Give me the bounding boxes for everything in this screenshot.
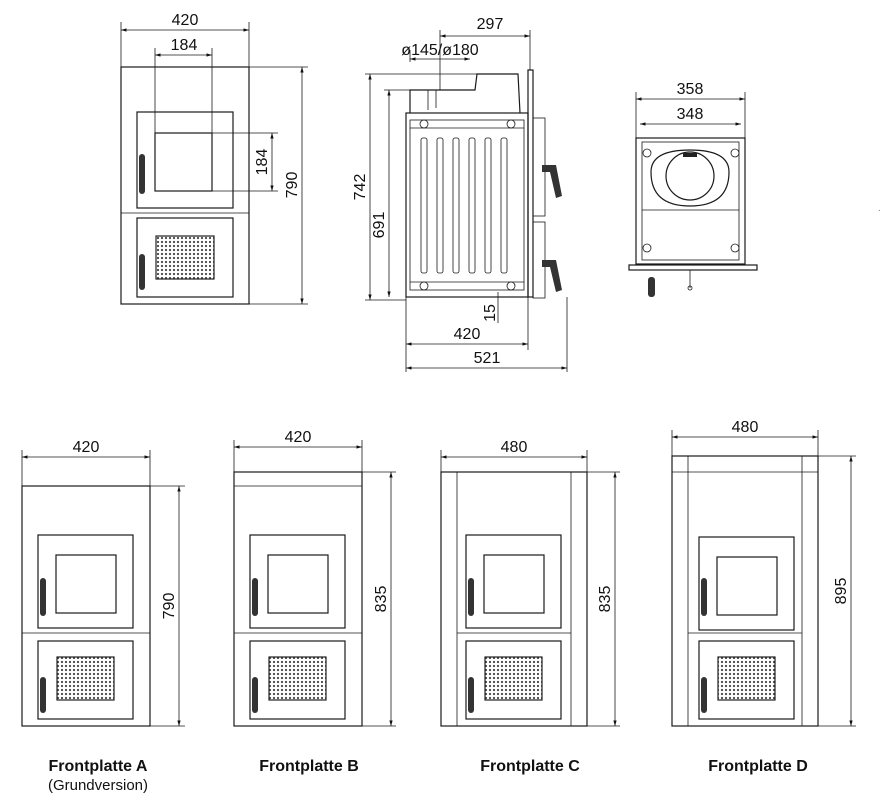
grate-bars (420, 137, 508, 274)
ash-handle-side-icon (542, 260, 562, 292)
depth-dim: 420 (454, 326, 481, 343)
ash-door-handle-icon (701, 677, 707, 713)
handle-top-icon (648, 277, 655, 297)
variant-c-height: 835 (597, 586, 614, 613)
variant-b: 420 835 Frontplatte B (233, 429, 396, 775)
variant-a-title: Frontplatte A (49, 758, 148, 775)
ash-door-handle-icon (139, 254, 145, 290)
door-handle-icon (468, 578, 474, 616)
foot-height-dim: 15 (482, 304, 499, 322)
front-height-dim: 790 (284, 172, 301, 199)
variant-b-height: 835 (373, 586, 390, 613)
window-height-dim: 184 (254, 149, 271, 176)
top-outer-dim: 358 (677, 81, 704, 98)
variant-b-width: 420 (285, 429, 312, 446)
variant-b-title: Frontplatte B (259, 758, 359, 775)
top-inner-dim: 348 (677, 106, 704, 123)
ash-door-handle-icon (252, 677, 258, 713)
variant-a-height: 790 (161, 593, 178, 620)
door-handle-icon (40, 578, 46, 616)
total-depth-dim: 521 (474, 350, 501, 367)
door-handle-icon (139, 154, 145, 194)
door-handle-icon (701, 578, 707, 616)
front-view: 420 184 184 790 (120, 12, 308, 305)
variant-a: 420 790 Frontplatte A (Grundversion) (21, 439, 185, 794)
flue-offset-dim: 297 (477, 16, 504, 33)
body-height-dim: 691 (371, 212, 388, 239)
side-view: ø145/ø180 297 742 691 15 420 521 (352, 16, 568, 372)
ash-door-handle-icon (40, 677, 46, 713)
window-width-dim: 184 (171, 37, 198, 54)
front-width-dim: 420 (172, 12, 199, 29)
variant-d-height: 895 (833, 578, 850, 605)
top-view: 358 348 . (628, 81, 881, 297)
variant-a-width: 420 (73, 439, 100, 456)
door-handle-side-icon (542, 165, 562, 198)
door-handle-icon (252, 578, 258, 616)
ash-door-handle-icon (468, 677, 474, 713)
variant-c: 480 835 Frontplatte C (440, 439, 620, 775)
variant-c-width: 480 (501, 439, 528, 456)
svg-text:.: . (878, 203, 881, 214)
total-height-dim: 742 (352, 174, 369, 201)
variant-c-title: Frontplatte C (480, 758, 580, 775)
variant-d-title: Frontplatte D (708, 758, 808, 775)
variant-d: 480 895 Frontplatte D (671, 419, 856, 775)
variant-d-width: 480 (732, 419, 759, 436)
variant-a-note: (Grundversion) (48, 777, 148, 794)
